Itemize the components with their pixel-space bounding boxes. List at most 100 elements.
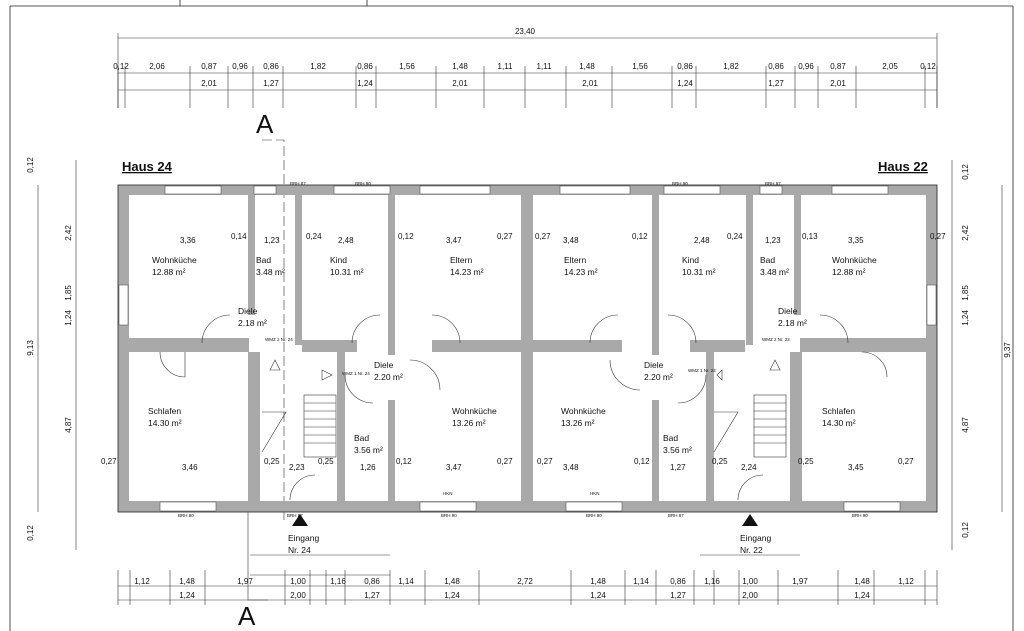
- right-dim-4: 9,37: [1003, 342, 1012, 358]
- interior-dim-21: 0,25: [318, 457, 334, 466]
- left-dimension-chain: 0,12 2,42 1,85 1,24 9,13 4,87 0,12: [26, 157, 77, 550]
- top-dim-1: 2,06: [149, 62, 165, 71]
- top-dim-10: 1,11: [537, 62, 553, 71]
- doors: [159, 314, 888, 501]
- room-name-lwk: Wohnküche: [152, 255, 197, 265]
- room-name-rkind: Kind: [682, 255, 699, 265]
- room-name-leltern: Eltern: [450, 255, 472, 265]
- room-area-ldiele2: 2.20 m²: [374, 372, 403, 382]
- bottom-dim-7: 1,48: [444, 577, 460, 586]
- entrance-right-line1: Eingang: [740, 533, 771, 543]
- room-area-rwk: 12.88 m²: [832, 267, 866, 277]
- top-dim-14: 1,82: [723, 62, 739, 71]
- room-area-lwk: 12.88 m²: [152, 267, 186, 277]
- overall-width-label: 23,40: [515, 27, 536, 36]
- top-dim-15: 0,86: [768, 62, 784, 71]
- top-dim-11: 1,48: [579, 62, 595, 71]
- interior-dim-2: 1,23: [264, 236, 280, 245]
- section-marker-bottom: A: [238, 601, 256, 631]
- top-dim2-0: 2,01: [201, 79, 217, 88]
- room-name-rbad2: Bad: [663, 433, 678, 443]
- interior-dim-14: 0,13: [802, 232, 818, 241]
- right-dim-6: 0,12: [961, 522, 970, 538]
- room-name-rschlafen: Schlafen: [822, 406, 855, 416]
- interior-dim-31: 2,24: [741, 463, 757, 472]
- tag-1: BRH 87: [290, 181, 306, 186]
- tag-hkn-left: HKN: [443, 491, 453, 496]
- top-dim2-4: 2,01: [582, 79, 598, 88]
- bottom-dim-9: 1,48: [590, 577, 606, 586]
- interior-dim-9: 3,48: [563, 236, 579, 245]
- top-dim-4: 0,86: [263, 62, 279, 71]
- bottom-dim2-3: 1,24: [444, 591, 460, 600]
- right-dim-3: 1,24: [961, 310, 970, 326]
- interior-dim-10: 0,12: [632, 232, 648, 241]
- room-area-reltern: 14.23 m²: [564, 267, 598, 277]
- top-dim2-7: 2,01: [830, 79, 846, 88]
- top-dim2-5: 1,24: [677, 79, 693, 88]
- bottom-dim-15: 1,48: [854, 577, 870, 586]
- room-area-rdiele2: 2.20 m²: [644, 372, 673, 382]
- interior-dim-29: 1,27: [670, 463, 686, 472]
- tag-2: BRH 90: [355, 181, 371, 186]
- interior-dim-32: 0,25: [798, 457, 814, 466]
- left-dim-3: 1,24: [64, 310, 73, 326]
- tag-wmz-middle-right: WMZ 1 Nr. 22: [688, 368, 716, 373]
- section-line: [247, 139, 285, 601]
- interior-dim-19: 0,25: [264, 457, 280, 466]
- room-name-lwk2: Wohnküche: [452, 406, 497, 416]
- section-marker-top: A: [256, 109, 274, 139]
- right-dim-2: 1,85: [961, 285, 970, 301]
- room-area-leltern: 14.23 m²: [450, 267, 484, 277]
- tag-3: BRH 90: [672, 181, 688, 186]
- markers: [269, 359, 781, 526]
- entrance-leaders: [250, 554, 800, 576]
- interior-dim-11: 2,48: [694, 236, 710, 245]
- top-dim-9: 1,11: [498, 62, 514, 71]
- tag-hkn-right: HKN: [590, 491, 600, 496]
- drawing-frame: [9, 0, 1014, 631]
- tag-7: BRH 90: [441, 513, 457, 518]
- bottom-dim2-4: 1,24: [590, 591, 606, 600]
- interior-dim-18: 3,46: [182, 463, 198, 472]
- bottom-dim-2: 1,97: [237, 577, 253, 586]
- interior-dim-6: 3,47: [446, 236, 462, 245]
- bottom-dim2-1: 2,00: [290, 591, 306, 600]
- interior-dim-22: 1,26: [360, 463, 376, 472]
- bottom-dim-10: 1,14: [633, 577, 649, 586]
- bottom-dim-4: 1,16: [330, 577, 346, 586]
- top-dim-3: 0,96: [232, 62, 248, 71]
- bottom-dim-12: 1,16: [704, 577, 720, 586]
- interior-dim-13: 1,23: [765, 236, 781, 245]
- top-dim-13: 0,86: [677, 62, 693, 71]
- interior-walls: [129, 195, 926, 502]
- right-dim-1: 2,42: [961, 225, 970, 241]
- tag-4: BRH 87: [765, 181, 781, 186]
- top-dim-16: 0,96: [798, 62, 814, 71]
- top-dim-0: 0,12: [113, 62, 129, 71]
- interior-dim-30: 0,25: [712, 457, 728, 466]
- interior-dim-4: 2,48: [338, 236, 354, 245]
- top-dim-2: 0,87: [201, 62, 217, 71]
- room-name-lbad: Bad: [256, 255, 271, 265]
- bottom-dim-14: 1,97: [792, 577, 808, 586]
- top-dim-7: 1,56: [399, 62, 415, 71]
- interior-dim-17: 0,27: [101, 457, 117, 466]
- tag-9: BRH 87: [668, 513, 684, 518]
- room-area-lschlafen: 14.30 m²: [148, 418, 182, 428]
- left-dim-1: 2,42: [64, 225, 73, 241]
- room-area-lkind: 10.31 m²: [330, 267, 364, 277]
- bottom-dim-3: 1,00: [290, 577, 306, 586]
- windows: [118, 185, 937, 512]
- bottom-dim2-2: 1,27: [364, 591, 380, 600]
- top-dim2-3: 2,01: [452, 79, 468, 88]
- bottom-dim-0: 1,12: [134, 577, 150, 586]
- house-title-left: Haus 24: [122, 159, 173, 174]
- room-name-lbad2: Bad: [354, 433, 369, 443]
- tag-wmz-right: WMZ 2 Nr. 22: [762, 337, 790, 342]
- top-dim-5: 1,82: [310, 62, 326, 71]
